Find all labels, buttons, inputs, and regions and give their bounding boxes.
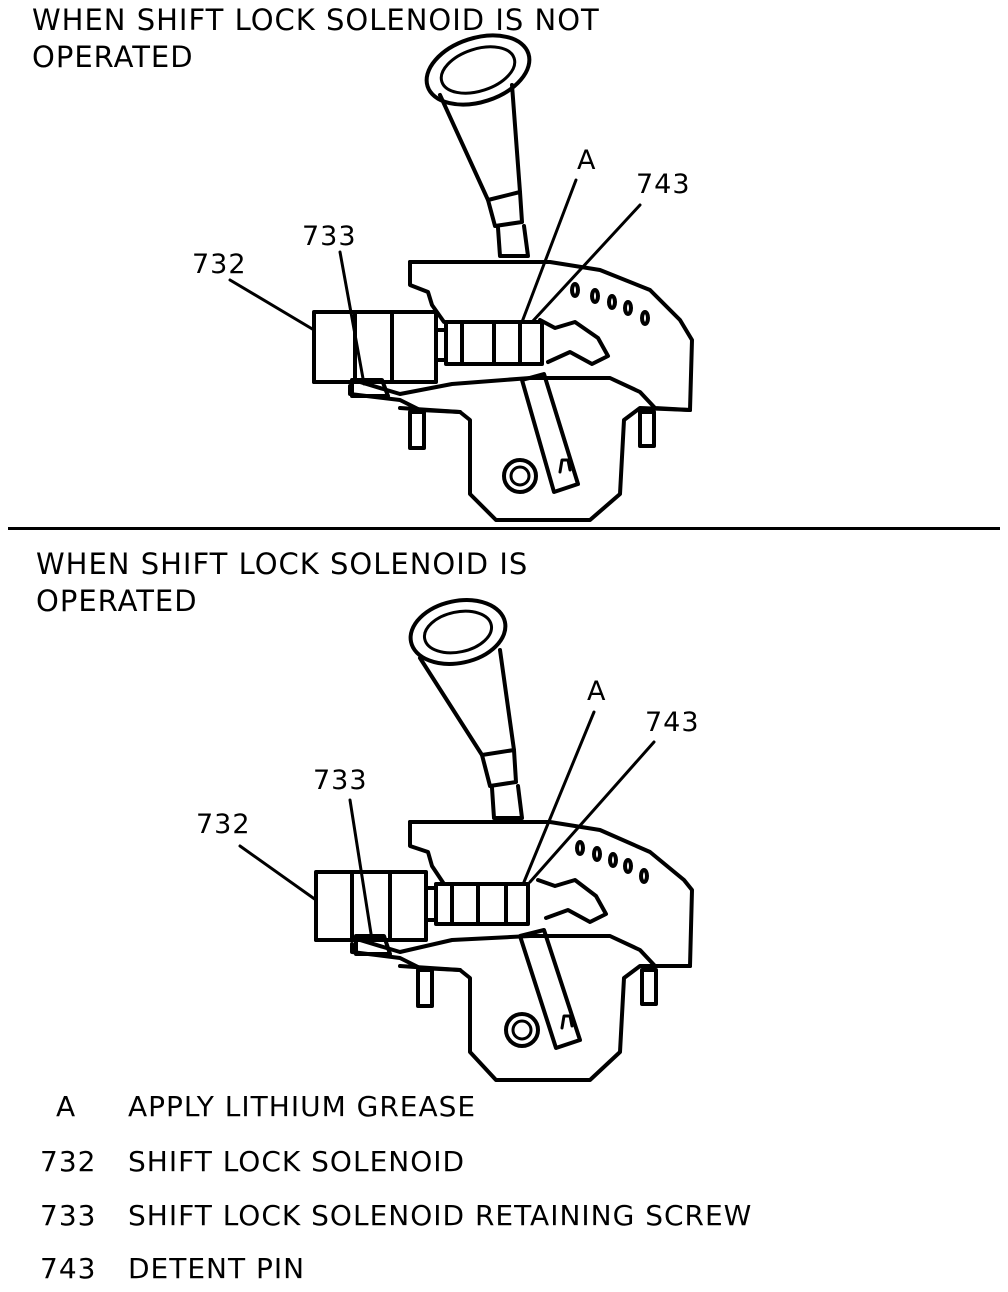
retaining-screw <box>350 378 390 398</box>
panel1-callout-732: 732 <box>192 249 247 280</box>
legend-row: A APPLY LITHIUM GREASE <box>0 1090 1008 1130</box>
release-arm <box>520 372 580 494</box>
legend-row: 733 SHIFT LOCK SOLENOID RETAINING SCREW <box>0 1199 1008 1239</box>
legend-row: 732 SHIFT LOCK SOLENOID <box>0 1145 1008 1185</box>
panel2-caption-line1: WHEN SHIFT LOCK SOLENOID IS <box>36 547 529 581</box>
legend-key: A <box>56 1090 77 1123</box>
panel1-callout-733: 733 <box>302 221 357 252</box>
panel1-caption-line1: WHEN SHIFT LOCK SOLENOID IS NOT <box>32 3 600 37</box>
legend-desc: SHIFT LOCK SOLENOID <box>128 1145 466 1178</box>
shift-knob <box>424 33 532 107</box>
legend-key: 743 <box>40 1252 97 1285</box>
shift-lever <box>438 83 522 202</box>
legend-desc: APPLY LITHIUM GREASE <box>128 1090 477 1123</box>
panel1-callout-a: A <box>577 145 597 176</box>
panel2-callout-a: A <box>587 676 607 707</box>
legend-key: 732 <box>40 1145 97 1178</box>
legend-row: 743 DETENT PIN <box>0 1252 1008 1292</box>
panel2-callout-733: 733 <box>313 765 368 796</box>
legend-desc: DETENT PIN <box>128 1252 306 1285</box>
panel1-callout-743: 743 <box>636 169 691 200</box>
legend-desc: SHIFT LOCK SOLENOID RETAINING SCREW <box>128 1199 753 1232</box>
legend-key: 733 <box>40 1199 97 1232</box>
panel1-shifter-drawing <box>228 33 694 522</box>
shift-lock-solenoid <box>312 310 438 384</box>
panel-divider <box>8 527 1000 530</box>
panel2-shifter-drawing <box>238 598 694 1082</box>
pivot-bolt <box>502 458 538 494</box>
panel1-caption-line2: OPERATED <box>32 40 194 74</box>
panel2-callout-732: 732 <box>196 809 251 840</box>
panel2-callout-743: 743 <box>645 707 700 738</box>
panel2-caption-line2: OPERATED <box>36 584 198 618</box>
